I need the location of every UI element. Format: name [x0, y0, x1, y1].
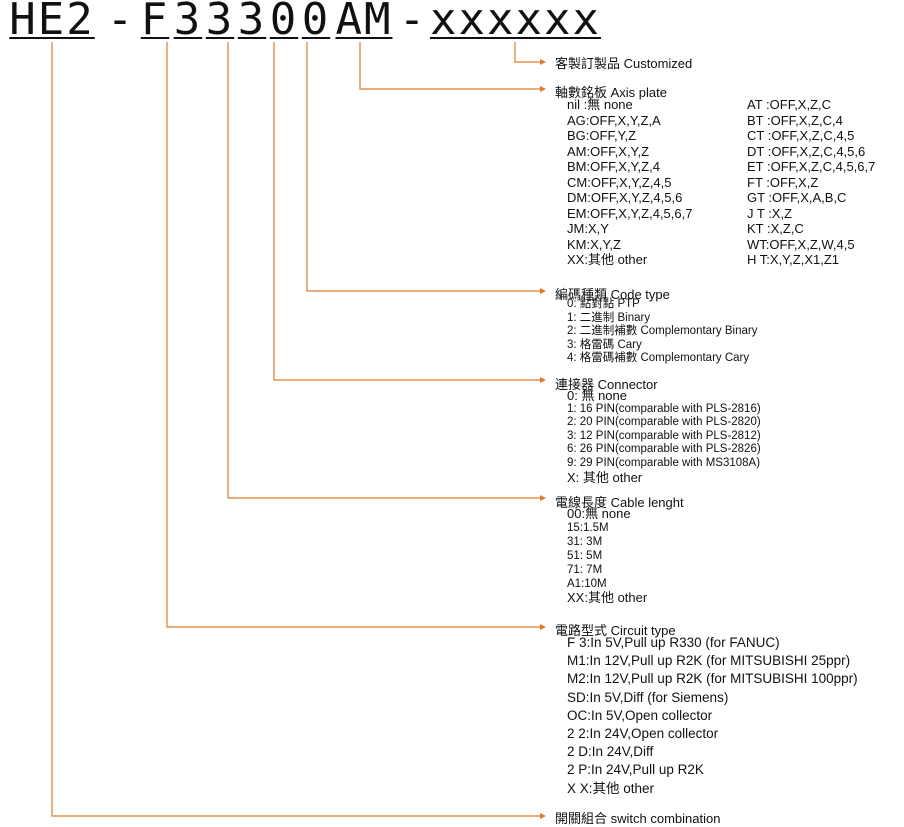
code-type-list: 0: 點對點 PTP 1: 二進制 Binary 2: 二進制補數 Comple… — [567, 298, 757, 366]
axis-plate-option: DM:OFF,X,Y,Z,4,5,6 — [567, 190, 683, 205]
code-type-option: 3: 格雷碼 Cary — [567, 338, 642, 351]
axis-plate-option: EM:OFF,X,Y,Z,4,5,6,7 — [567, 205, 693, 221]
code-type-option: 2: 二進制補數 Complemontary Binary — [567, 325, 758, 338]
circuit-type-option: 2 2:In 24V,Open collector — [567, 726, 719, 742]
connector-option: 6: 26 PIN(comparable with PLS-2826) — [567, 443, 761, 456]
cable-length-option: 31: 3M — [567, 536, 603, 548]
axis-plate-option: J T :X,Z — [747, 205, 793, 221]
axis-plate-option: DT :OFF,X,Z,C,4,5,6 — [747, 143, 866, 159]
axis-plate-option: nil :無 none — [567, 97, 633, 112]
axis-plate-option: XX:其他 other — [567, 252, 648, 267]
connector-list: 0: 無 none 1: 16 PIN(comparable with PLS-… — [567, 389, 761, 484]
axis-plate-option: H T:X,Y,Z,X1,Z1 — [747, 252, 840, 267]
code-axis-plate: AM — [335, 0, 393, 45]
axis-plate-option: CT :OFF,X,Z,C,4,5 — [747, 128, 855, 143]
axis-plate-option: FT :OFF,X,Z — [747, 174, 819, 190]
code-codetype-2: 0 — [301, 0, 331, 45]
leader-switch-combination — [51, 42, 540, 817]
axis-plate-option: BM:OFF,X,Y,Z,4 — [567, 159, 660, 174]
circuit-type-option: OC:In 5V,Open collector — [567, 707, 713, 723]
axis-plate-option: BT :OFF,X,Z,C,4 — [747, 112, 843, 128]
code-series: HE2 — [9, 0, 95, 45]
cable-length-list: 00:無 none 15:1.5M 31: 3M 51: 5M 71: 7M A… — [567, 507, 647, 605]
axis-plate-option: AT :OFF,X,Z,C — [747, 97, 832, 112]
cable-length-option: 00:無 none — [567, 506, 631, 521]
axis-plate-option: ET :OFF,X,Z,C,4,5,6,7 — [747, 159, 876, 174]
axis-plate-option: CM:OFF,X,Y,Z,4,5 — [567, 174, 672, 190]
code-cable-1: 3 — [173, 0, 203, 45]
code-type-option: 0: 點對點 PTP — [567, 298, 640, 310]
connector-option: 0: 無 none — [567, 388, 627, 403]
code-dash-2: - — [398, 0, 428, 45]
connector-title: 連接器 Connector — [555, 377, 658, 392]
code-type-title: 編碼種類 Code type — [555, 287, 670, 302]
leader-connector — [273, 42, 540, 381]
axis-plate-option: AG:OFF,X,Y,Z,A — [567, 112, 661, 128]
code-dash-1: - — [106, 0, 136, 45]
arrowhead — [540, 377, 546, 383]
circuit-type-title: 電路型式 Circuit type — [555, 623, 676, 638]
circuit-type-list: F 3:In 5V,Pull up R330 (for FANUC) M1:In… — [567, 634, 858, 798]
cable-length-title: 電線長度 Cable lenght — [555, 495, 684, 510]
circuit-type-option: SD:In 5V,Diff (for Siemens) — [567, 689, 729, 705]
arrowhead — [540, 624, 546, 630]
circuit-type-option: F 3:In 5V,Pull up R330 (for FANUC) — [567, 635, 780, 650]
circuit-type-option: 2 D:In 24V,Diff — [567, 744, 654, 760]
customized-label: 客製訂製品 Customized — [555, 56, 693, 71]
axis-plate-option: BG:OFF,Y,Z — [567, 128, 637, 143]
arrowhead — [540, 813, 546, 819]
circuit-type-option: 2 P:In 24V,Pull up R2K — [567, 762, 704, 778]
leader-code-type — [306, 42, 540, 292]
arrowhead — [540, 86, 546, 92]
cable-length-option: 51: 5M — [567, 550, 603, 562]
switch-combination-label: 開關組合 switch combination — [555, 811, 721, 826]
axis-plate-right-list: AT :OFF,X,Z,C BT :OFF,X,Z,C,4 CT :OFF,X,… — [747, 97, 875, 268]
connector-option: 2: 20 PIN(comparable with PLS-2820) — [567, 416, 761, 429]
arrowhead — [540, 288, 546, 294]
code-codetype-1: 0 — [269, 0, 299, 45]
leader-axis-plate — [359, 42, 540, 90]
cable-length-option: XX:其他 other — [567, 590, 648, 605]
connector-option: X: 其他 other — [567, 469, 643, 485]
code-type-option: 4: 格雷碼補數 Complemontary Cary — [567, 352, 750, 365]
code-customized: xxxxxx — [430, 0, 601, 45]
axis-plate-option: GT :OFF,X,A,B,C — [747, 190, 847, 205]
axis-plate-option: JM:X,Y — [567, 221, 609, 236]
connector-option: 1: 16 PIN(comparable with PLS-2816) — [567, 402, 761, 415]
axis-plate-left-list: nil :無 none AG:OFF,X,Y,Z,A BG:OFF,Y,Z AM… — [567, 97, 692, 268]
axis-plate-option: KT :X,Z,C — [747, 221, 804, 236]
cable-length-option: 15:1.5M — [567, 522, 609, 534]
connector-option: 3: 12 PIN(comparable with PLS-2812) — [567, 429, 761, 442]
leader-cable-length — [227, 42, 540, 499]
circuit-type-option: M2:In 12V,Pull up R2K (for MITSUBISHI 10… — [567, 671, 858, 687]
axis-plate-option: WT:OFF,X,Z,W,4,5 — [747, 236, 855, 252]
cable-length-option: A1:10M — [567, 578, 607, 590]
code-cable-2: 3 — [205, 0, 235, 45]
circuit-type-option: X X:其他 other — [567, 780, 655, 796]
cable-length-option: 71: 7M — [567, 564, 603, 576]
connector-option: 9: 29 PIN(comparable with MS3108A) — [567, 456, 761, 469]
axis-plate-option: KM:X,Y,Z — [567, 236, 621, 252]
code-connector: 3 — [237, 0, 267, 45]
axis-plate-title: 軸數銘板 Axis plate — [555, 85, 667, 100]
code-type-option: 1: 二進制 Binary — [567, 311, 651, 324]
leader-arrowheads — [540, 59, 546, 819]
leader-customized — [514, 42, 540, 63]
axis-plate-option: AM:OFF,X,Y,Z — [567, 143, 650, 159]
code-circuit: F — [140, 0, 170, 45]
arrowhead — [540, 59, 546, 65]
circuit-type-option: M1:In 12V,Pull up R2K (for MITSUBISHI 25… — [567, 653, 851, 669]
leader-line-group — [51, 42, 540, 817]
leader-circuit-type — [166, 42, 540, 628]
arrowhead — [540, 495, 546, 501]
